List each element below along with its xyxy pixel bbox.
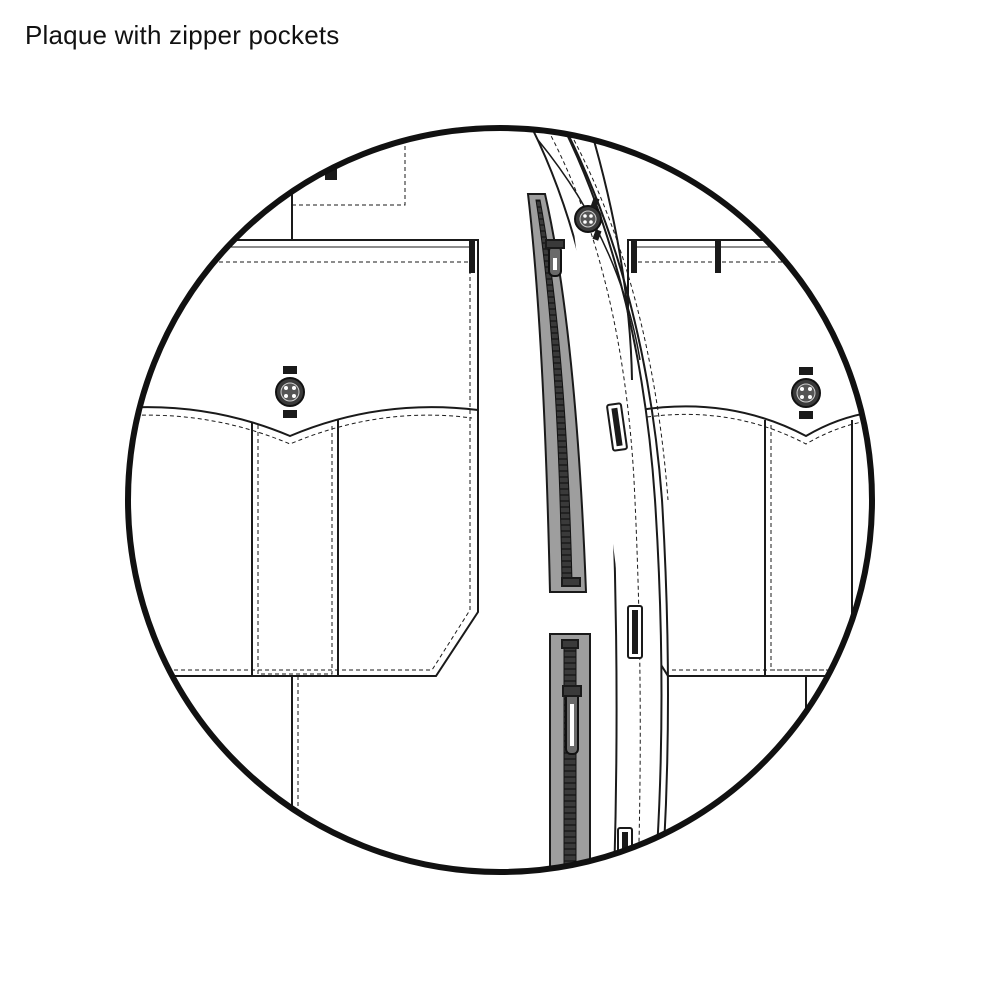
left-chest-pocket: [128, 239, 479, 677]
upper-zipper: [526, 193, 588, 593]
right-pocket-button: [791, 367, 821, 419]
left-pocket-button: [275, 366, 305, 418]
placket-top-button: [574, 197, 602, 241]
lower-zipper: [549, 633, 591, 872]
diagram-title: Plaque with zipper pockets: [25, 20, 340, 50]
right-chest-pocket: [627, 239, 872, 872]
zipper-pull-icon: [545, 239, 565, 277]
lower-zipper-pull-icon: [562, 685, 582, 755]
detail-circle-frame: [125, 125, 875, 875]
lower-left-seam: [291, 676, 299, 872]
